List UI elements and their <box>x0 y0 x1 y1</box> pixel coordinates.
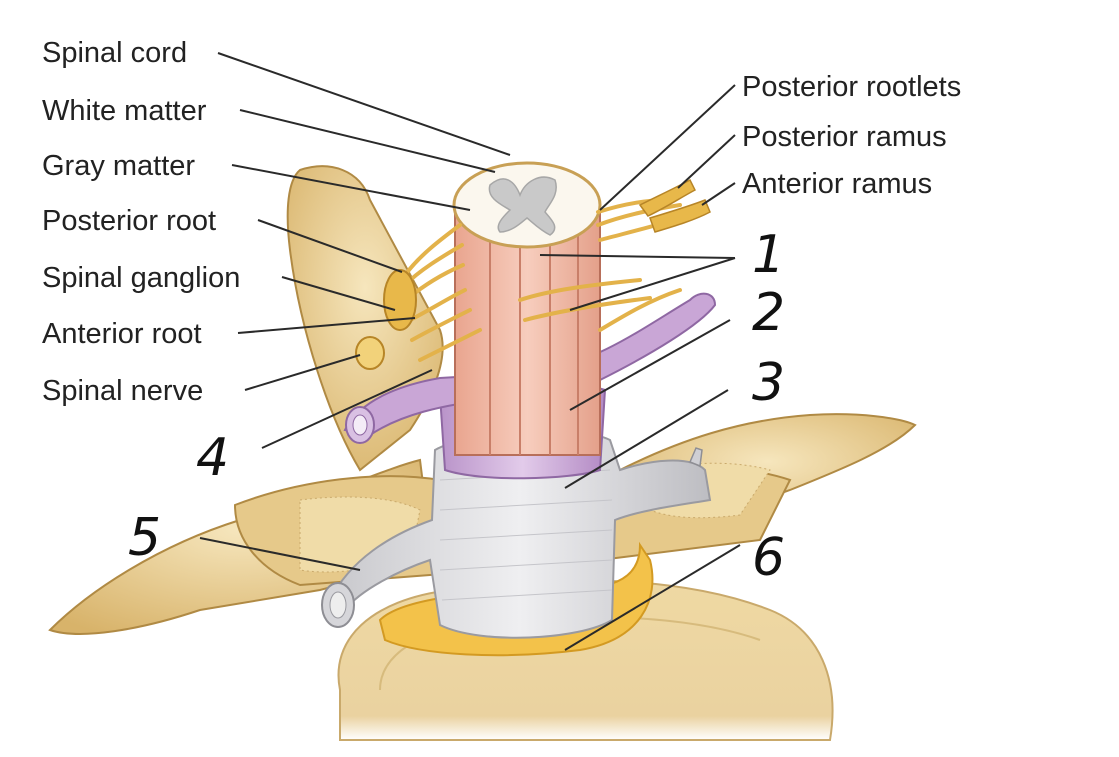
posterior-ramus <box>638 178 696 217</box>
label-spinal-nerve: Spinal nerve <box>42 375 203 407</box>
label-posterior-rootlets: Posterior rootlets <box>742 71 961 103</box>
label-white-matter: White matter <box>42 95 207 127</box>
dura-tag-right <box>689 447 703 468</box>
leader-lines <box>199 52 741 651</box>
gray-matter-butterfly <box>488 176 557 236</box>
anterior-ramus <box>649 199 711 233</box>
label-spinal-cord: Spinal cord <box>42 37 187 69</box>
label-posterior-root: Posterior root <box>42 205 216 237</box>
number-5: 5 <box>128 508 161 568</box>
right-labels: Posterior rootlets Posterior ramus Anter… <box>742 71 961 200</box>
number-3: 3 <box>752 353 785 413</box>
number-1: 1 <box>752 225 785 285</box>
left-labels: Spinal cord White matter Gray matter Pos… <box>42 37 240 407</box>
dura-nerve-sleeve-left-inner <box>329 591 347 619</box>
label-spinal-ganglion: Spinal ganglion <box>42 262 240 294</box>
arachnoid-sleeve-end-inner <box>352 414 368 436</box>
label-anterior-ramus: Anterior ramus <box>742 168 932 200</box>
number-4: 4 <box>196 428 229 488</box>
label-gray-matter: Gray matter <box>42 150 195 182</box>
spinal-nerve-cut <box>355 336 385 370</box>
label-anterior-root: Anterior root <box>42 318 202 350</box>
label-posterior-ramus: Posterior ramus <box>742 121 947 153</box>
number-6: 6 <box>752 528 785 588</box>
handwritten-numbers: 1 2 3 4 5 6 <box>128 225 785 588</box>
spinal-ganglion <box>383 269 417 331</box>
number-2: 2 <box>752 283 785 343</box>
